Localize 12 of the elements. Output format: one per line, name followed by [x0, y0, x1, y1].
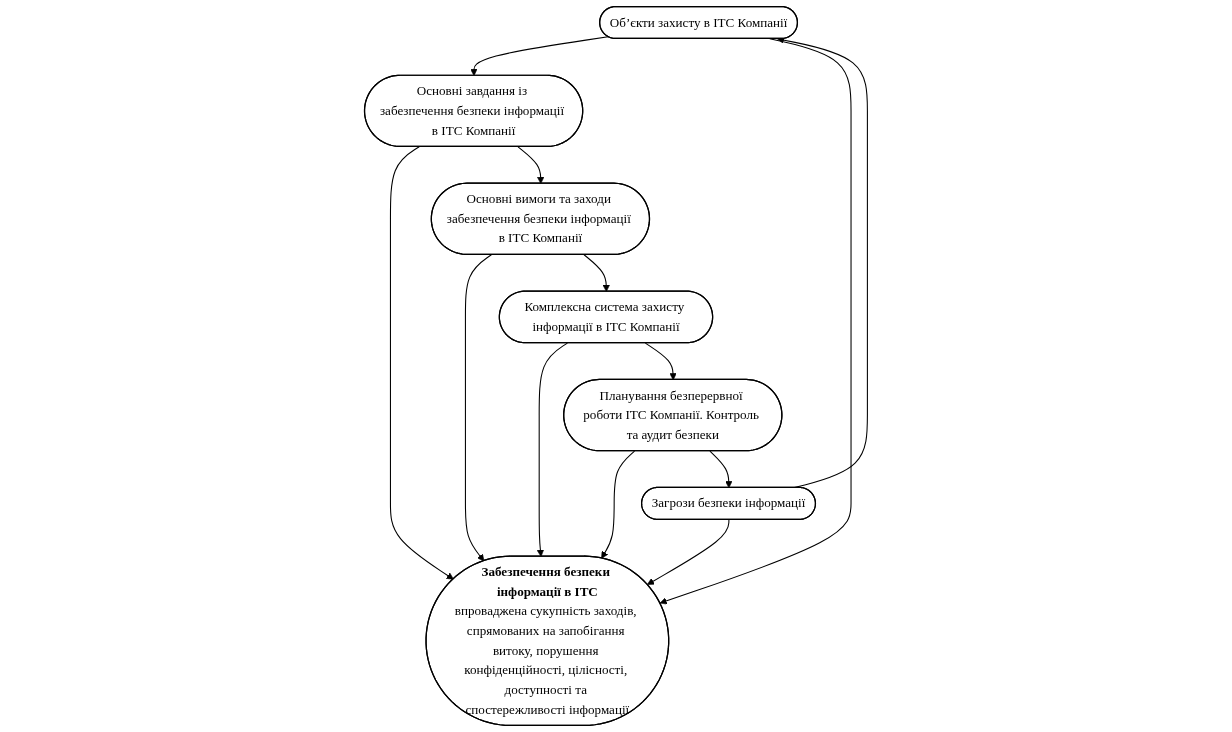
arrow	[389, 146, 454, 580]
arrow	[601, 450, 636, 559]
arrow	[709, 450, 733, 489]
arrow	[647, 519, 730, 585]
arrow	[464, 254, 492, 562]
arrow	[517, 146, 545, 184]
arrow	[644, 342, 677, 381]
arrow	[536, 342, 568, 557]
arrow	[583, 254, 610, 292]
arrow	[470, 36, 609, 76]
arrow	[777, 36, 868, 489]
arrow	[659, 38, 852, 605]
